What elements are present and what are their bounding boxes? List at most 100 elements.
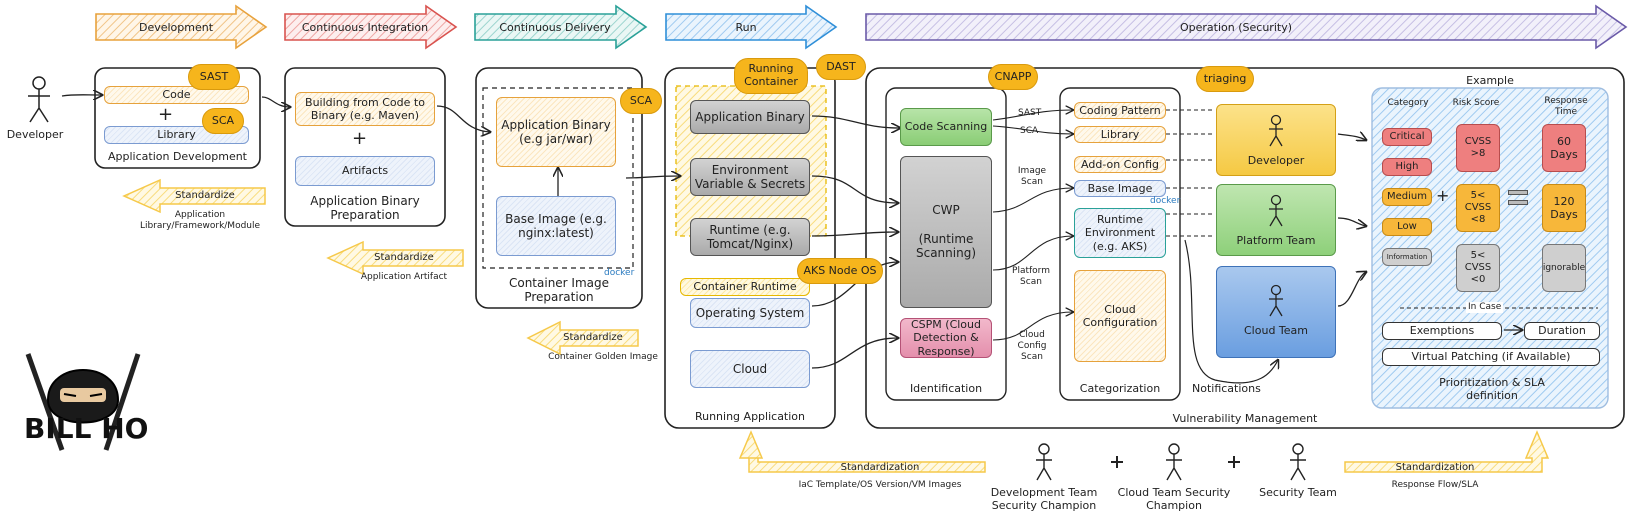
running-container-bubble: Running Container [734,58,808,94]
cat-base-image-box: Base Image [1074,180,1166,197]
cloud-box: Cloud [690,350,810,388]
plus-icon: + [158,104,174,125]
security-team-icon [1290,443,1306,481]
developer-label: Developer [6,128,64,141]
standardize-desc-2: Application Artifact [360,272,448,282]
standardize-desc-5: Response Flow/SLA [1391,480,1479,490]
coding-pattern-box: Coding Pattern [1074,102,1166,119]
in-case-label: In Case [1466,302,1504,313]
phase-arrow-operation [865,4,1628,50]
cloud-config-scan-label: Cloud Config Scan [1017,330,1047,362]
sast-scan-label: SAST [1018,108,1042,118]
docker-icon-cat: docker [1150,196,1181,206]
sast-bubble: SAST [188,64,240,90]
runtime-env-box: Runtime Environment (e.g. AKS) [1074,208,1166,258]
response-ignorable: ignorable [1542,244,1586,292]
platform-team-box: Platform Team [1216,184,1336,256]
category-low: Low [1382,218,1432,236]
docker-icon: docker [604,268,635,278]
cloud-person-icon [1269,284,1283,317]
risk-cvss-medium: 5< CVSS <8 [1456,184,1500,232]
platform-person-icon [1269,194,1283,227]
phase-run-label: Run [735,21,757,34]
addon-config-box: Add-on Config [1074,156,1166,173]
triaging-bubble: triaging [1196,66,1254,92]
plus-icon-example: + [1436,186,1450,205]
response-60-days: 60 Days [1542,124,1586,172]
category-medium: Medium [1382,188,1432,206]
vm-title: Vulnerability Management [1172,412,1318,425]
logo-text: BILL HO [24,412,149,445]
standardize-desc-4: IaC Template/OS Version/VM Images [798,480,962,490]
ci-title: Application Binary Preparation [310,194,420,223]
app-binary-box: Application Binary (e.g jar/war) [496,97,616,167]
phase-arrow-ci [284,4,458,50]
code-box: Code [104,86,249,104]
run-title: Running Application [694,410,806,423]
cwp-box: CWP (Runtime Scanning) [900,156,992,308]
equals-icon-top [1508,190,1528,195]
developer-icon [28,76,50,123]
header-response-time: Response Time [1544,96,1588,117]
code-scanning-box: Code Scanning [900,108,992,146]
sca-bubble: SCA [202,108,244,134]
cnapp-bubble: CNAPP [988,64,1038,90]
run-app-binary-box: Application Binary [690,100,810,134]
standardize-desc-3: Container Golden Image [548,352,658,362]
cloud-champion-label: Cloud Team Security Champion [1117,486,1231,513]
plus-icon-ci: + [352,128,368,149]
env-secrets-box: Environment Variable & Secrets [690,158,810,196]
exemptions-box: Exemptions [1382,322,1502,340]
sca-bubble-cd: SCA [620,88,662,114]
dev-champion-icon [1036,443,1052,481]
phase-arrow-development [95,4,268,50]
duration-box: Duration [1524,322,1600,340]
header-category: Category [1387,98,1429,108]
categorization-title: Categorization [1079,382,1161,395]
header-risk-score: Risk Score [1452,98,1500,108]
notifications-label: Notifications [1192,382,1261,395]
prioritization-title: Prioritization & SLA definition [1439,376,1545,403]
phase-development-label: Development [138,21,214,34]
standardize-label-4: Standardization [840,462,920,473]
ninja-logo [25,353,141,451]
aks-node-os-bubble: AKS Node OS [797,258,883,284]
phase-ci-label: Continuous Integration [301,21,429,34]
standardize-desc-1: Application Library/Framework/Module [139,210,261,231]
dev-champion-label: Development Team Security Champion [990,486,1098,513]
category-information: Information [1382,248,1432,266]
dast-bubble: DAST [816,54,866,80]
phase-operation-label: Operation (Security) [1180,21,1292,34]
phase-cd-label: Continuous Delivery [499,21,611,34]
response-120-days: 120 Days [1542,184,1586,232]
security-team-label: Security Team [1259,486,1337,499]
sca-scan-label: SCA [1020,126,1039,136]
runtime-box: Runtime (e.g. Tomcat/Nginx) [690,218,810,256]
os-box: Operating System [690,298,810,328]
cloud-config-box: Cloud Configuration [1074,270,1166,362]
container-runtime-box: Container Runtime [680,278,810,296]
equals-icon-bottom [1508,200,1528,205]
risk-cvss-low: 5< CVSS <0 [1456,244,1500,292]
category-high: High [1382,158,1432,176]
phase-arrow-cd [474,4,648,50]
category-critical: Critical [1382,128,1432,146]
standardize-label-3: Standardize [563,332,623,343]
cspm-box: CSPM (Cloud Detection & Response) [900,318,992,358]
cd-title: Container Image Preparation [508,276,610,305]
build-box: Building from Code to Binary (e.g. Maven… [295,92,435,126]
standardize-label-1: Standardize [175,190,235,201]
platform-scan-label: Platform Scan [1012,266,1050,287]
cloud-team-box: Cloud Team [1216,266,1336,358]
standardize-label-2: Standardize [374,252,434,263]
image-scan-label: Image Scan [1017,166,1047,187]
identification-title: Identification [909,382,983,395]
standardize-label-5: Standardization [1395,462,1475,473]
dev-title: Application Development [107,150,247,163]
base-image-box: Base Image (e.g. nginx:latest) [496,196,616,256]
example-title: Example [1466,74,1514,87]
developer-person-icon [1269,114,1283,147]
artifacts-box: Artifacts [295,156,435,186]
cat-library-box: Library [1074,126,1166,143]
virtual-patching-box: Virtual Patching (if Available) [1382,348,1600,366]
